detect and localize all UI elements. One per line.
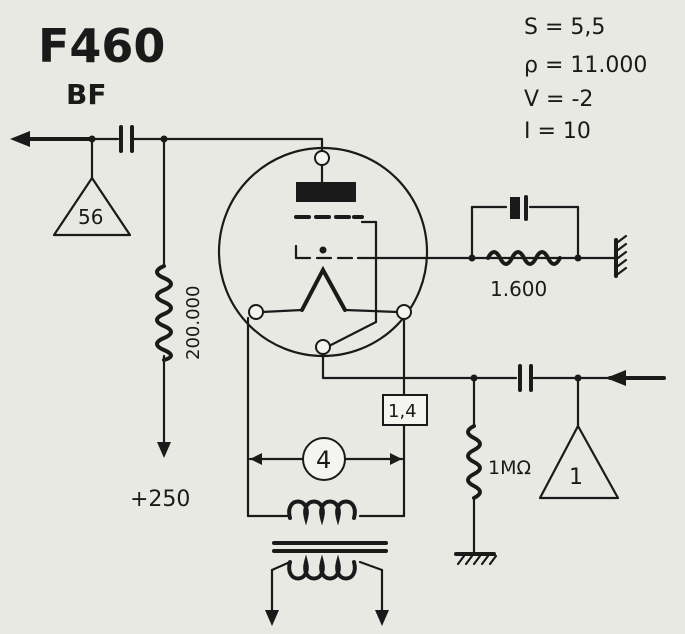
- transformer-primary: [287, 499, 357, 526]
- input-triangle-label: 1: [569, 465, 583, 490]
- input-amplifier-triangle: 1: [538, 424, 620, 500]
- output-capacitor: [119, 125, 134, 153]
- heater-pin-left: [248, 304, 264, 320]
- grid-pin: [315, 339, 331, 355]
- cathode-filament: [300, 265, 347, 312]
- spec-s: S = 5,5: [524, 15, 605, 40]
- cathode-resistor-label: 1.600: [490, 277, 547, 301]
- bypass-capacitor: [510, 195, 528, 221]
- output-arrow: [10, 131, 94, 147]
- heater-pin-right: [396, 304, 412, 320]
- transformer-secondary: [287, 554, 357, 581]
- supply-arrow: [157, 442, 171, 458]
- anode-pin: [314, 150, 330, 166]
- grid-resistor: [466, 424, 482, 500]
- heater-voltage-circle: 4: [302, 437, 346, 481]
- plate-resistor-label: 200.000: [183, 286, 204, 360]
- spec-v: V = -2: [524, 87, 593, 112]
- tube-title: F460: [38, 19, 165, 73]
- input-arrow: [606, 370, 666, 386]
- heater-current-box: 1,4: [382, 394, 428, 426]
- tube-subtitle: BF: [66, 78, 106, 111]
- spec-rho: ρ = 11.000: [524, 53, 647, 78]
- grid-ground: [454, 552, 498, 566]
- heater-voltage-label: 4: [316, 446, 331, 474]
- supply-voltage: +250: [130, 487, 190, 512]
- heater-current-label: 1,4: [388, 401, 417, 422]
- plate-resistor: [155, 264, 173, 362]
- control-grid: [294, 244, 364, 260]
- spec-i: I = 10: [524, 119, 591, 144]
- output-triangle-label: 56: [78, 205, 103, 229]
- output-amplifier-triangle: 56: [52, 176, 132, 237]
- input-capacitor: [518, 364, 533, 392]
- anode-plate: [296, 182, 356, 202]
- cathode-resistor: [486, 250, 562, 266]
- cathode-ground: [614, 234, 628, 278]
- grid-resistor-label: 1MΩ: [488, 457, 531, 479]
